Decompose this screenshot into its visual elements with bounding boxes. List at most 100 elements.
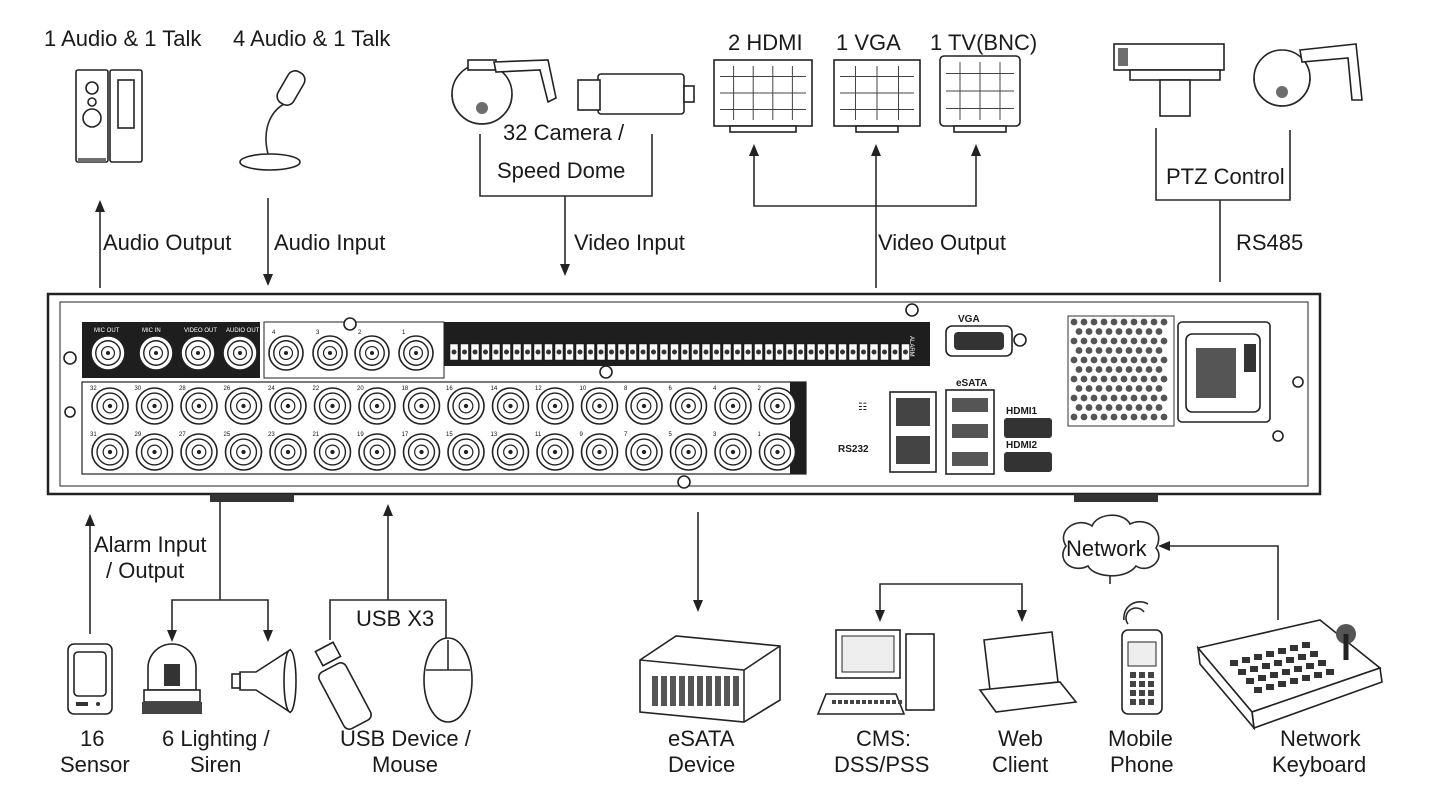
video-in-number: 9	[580, 432, 584, 438]
fan-hole	[1115, 366, 1123, 373]
ptz-camera-icon	[1113, 43, 1225, 117]
video-in-port-32	[91, 387, 129, 425]
esata-bay	[724, 676, 730, 706]
keyboard-key	[856, 700, 860, 704]
video-in-port-17	[402, 433, 441, 471]
video-in-number: 13	[491, 432, 498, 438]
keyboard-button	[1310, 651, 1318, 657]
cms-label-line2: DSS/PSS	[834, 752, 929, 777]
audio-4-talk-label: 4 Audio & 1 Talk	[233, 26, 391, 51]
fan-hole	[1090, 337, 1098, 345]
fan-hole	[1150, 356, 1158, 364]
video-in-number: 16	[446, 386, 453, 392]
laptop-icon	[978, 631, 1078, 713]
keyboard-label-line1: Network	[1280, 726, 1362, 751]
fan-hole	[1080, 356, 1088, 364]
phone-key	[1139, 690, 1145, 696]
fan-hole	[1110, 337, 1118, 345]
fan-hole	[1110, 318, 1118, 326]
keyboard-button	[1318, 660, 1326, 666]
microphone-icon	[239, 70, 306, 171]
audio-in-number: 3	[316, 330, 320, 336]
alarm-terminal-screw	[693, 349, 698, 355]
audio-port-label: MIC IN	[142, 328, 161, 334]
fan-hole	[1070, 337, 1078, 345]
alarm-terminal-screw	[850, 349, 856, 355]
keyboard-key	[892, 700, 896, 704]
esata-device-icon	[639, 635, 781, 723]
fan-hole	[1075, 385, 1083, 392]
network-symbol: ☷	[858, 402, 867, 413]
fan-hole	[1120, 375, 1128, 383]
video-in-port-19	[358, 433, 396, 471]
fan-hole	[1080, 375, 1088, 383]
alarm-terminal-screw	[556, 349, 562, 355]
esata-bay	[715, 676, 721, 706]
alarm-terminal-screw	[472, 349, 478, 355]
fan-hole	[1120, 413, 1128, 421]
alarm-terminal-screw	[525, 349, 530, 355]
video-in-number: 27	[179, 432, 186, 438]
fan-hole	[1140, 394, 1148, 402]
sensor-label-line1: 16	[80, 726, 104, 751]
fan-hole	[1080, 337, 1088, 345]
video-in-port-18	[402, 387, 441, 425]
keyboard-key	[844, 700, 848, 704]
video-in-port-6	[669, 387, 708, 425]
fan-hole	[1075, 404, 1083, 411]
phone-key	[1130, 681, 1136, 687]
alarm-terminal-screw	[724, 349, 730, 355]
esata-bay	[733, 676, 739, 706]
fan-hole	[1095, 404, 1103, 411]
video-in-port-16	[447, 387, 485, 425]
fan-hole	[1130, 337, 1138, 345]
fan-hole	[1110, 375, 1118, 383]
alarm-terminal-screw	[598, 349, 604, 355]
fan-hole	[1070, 318, 1078, 326]
alarm-tag: ALARM	[908, 336, 914, 357]
tv-bnc-label: 1 TV(BNC)	[930, 30, 1037, 55]
video-in-number: 23	[268, 432, 275, 438]
fan-hole	[1150, 394, 1158, 402]
fan-hole	[1095, 366, 1103, 373]
video-in-port-10	[580, 387, 619, 425]
audio-in-port-1	[398, 335, 434, 371]
ptz-dome-camera-icon	[1253, 43, 1363, 107]
usb-device-label-line1: USB Device /	[340, 726, 472, 751]
fan-hole	[1075, 366, 1083, 373]
keyboard-button	[1298, 654, 1306, 660]
alarm-terminal-screw	[640, 349, 646, 355]
vga-port: VGA	[945, 314, 1013, 357]
fan-hole	[1130, 356, 1138, 364]
fan-hole	[1105, 328, 1113, 335]
fan-hole	[1085, 385, 1093, 392]
keyboard-button	[1258, 675, 1266, 681]
fan-hole	[1145, 385, 1153, 392]
cms-label-line1: CMS:	[856, 726, 911, 751]
video-in-number: 21	[313, 432, 320, 438]
fan-hole	[1140, 337, 1148, 345]
fan-hole	[1130, 375, 1138, 383]
esata-bay	[670, 676, 676, 706]
alarm-terminal-screw	[577, 349, 583, 355]
video-in-port-11	[536, 433, 574, 471]
alarm-terminal-screw	[903, 349, 908, 355]
video-in-number: 25	[224, 432, 231, 438]
speakers-icon	[75, 69, 143, 163]
fan-hole	[1155, 385, 1163, 392]
audio-1-talk-label: 1 Audio & 1 Talk	[44, 26, 202, 51]
siren-light-icon	[142, 643, 202, 714]
audio-port-label: MIC OUT	[94, 328, 120, 334]
alarm-terminal-screw	[535, 349, 541, 355]
usb-device-label-line2: Mouse	[372, 752, 438, 777]
camera-label-line2: Speed Dome	[497, 158, 625, 183]
fan-hole	[1070, 356, 1078, 364]
alarm-terminal-screw	[871, 349, 877, 355]
audio-port-1	[90, 335, 126, 371]
video-in-number: 30	[135, 386, 142, 392]
video-in-port-5	[669, 433, 708, 471]
alarm-terminal-screw	[672, 349, 677, 355]
video-in-port-21	[313, 433, 352, 471]
